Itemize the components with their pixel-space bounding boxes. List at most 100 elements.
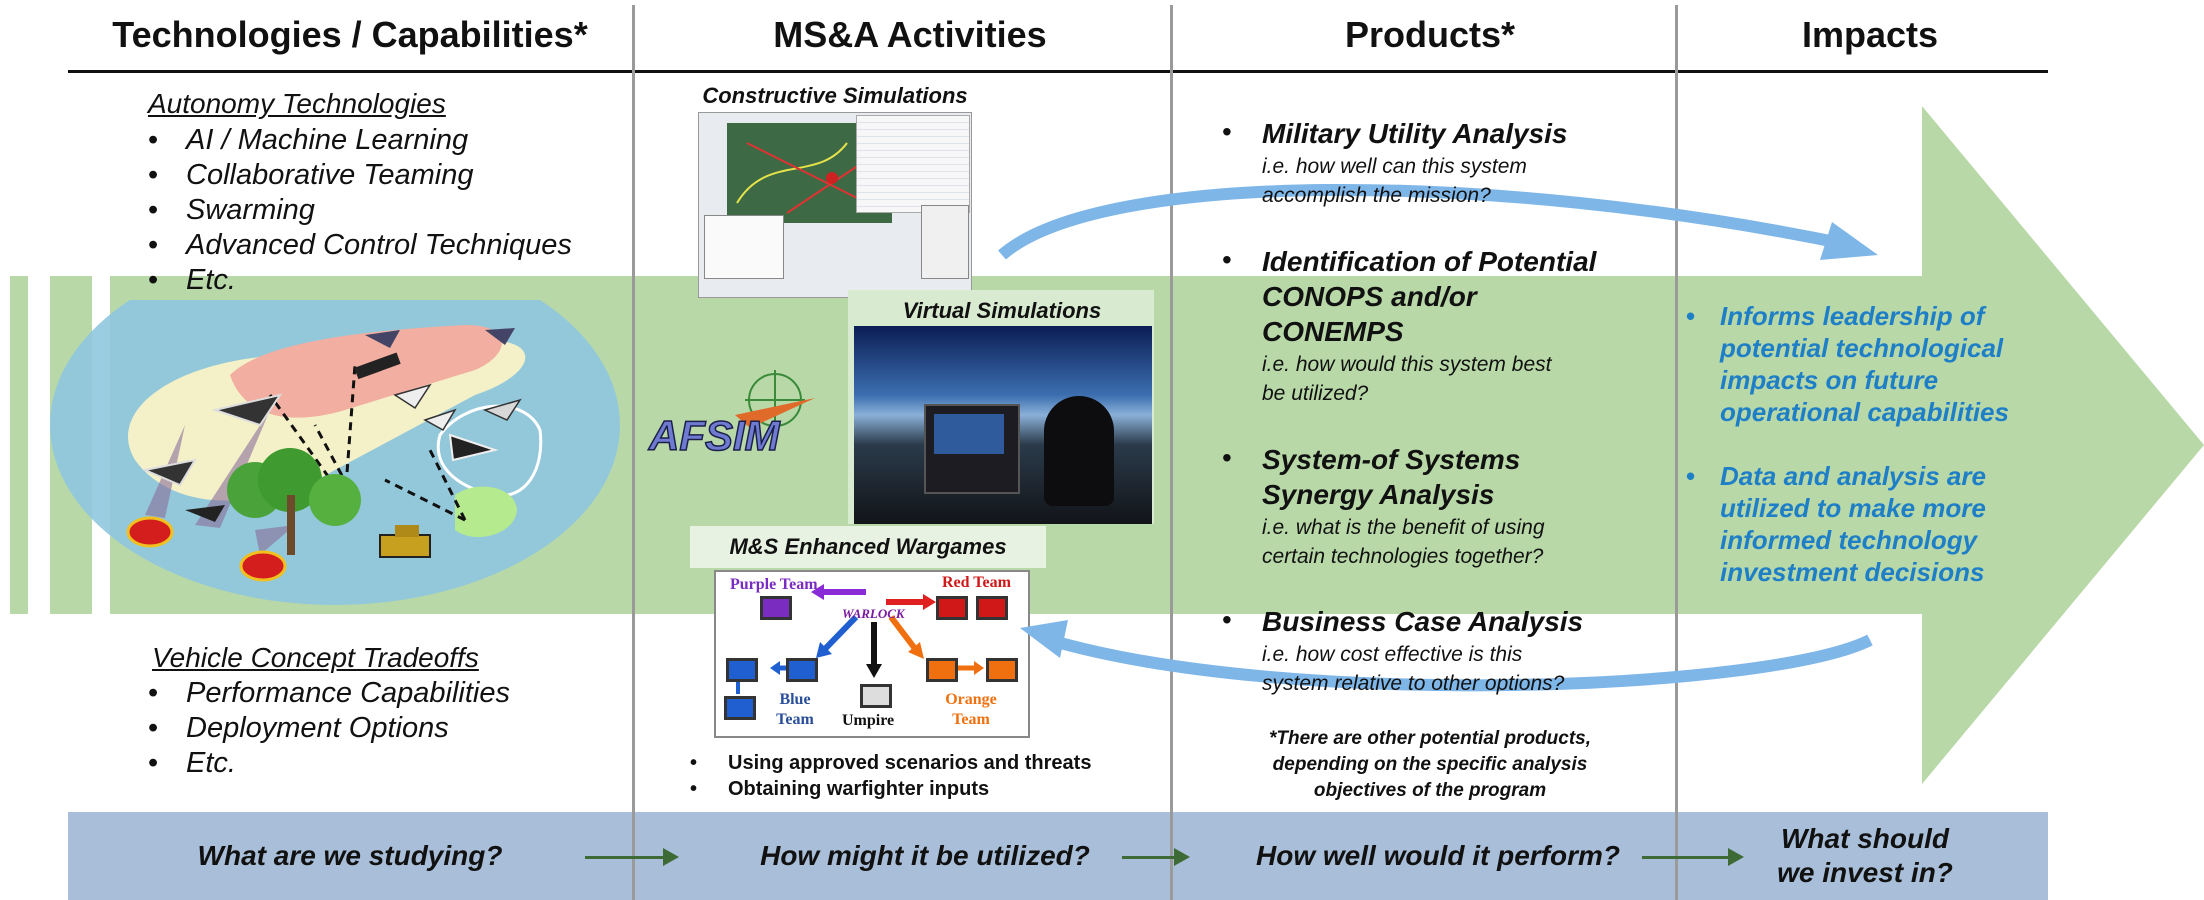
list-item: Performance Capabilities [148,676,510,711]
impact-line: investment decisions [1720,557,1985,587]
computer-icon [976,596,1008,620]
subtitle-line: system relative to other options? [1262,672,1565,695]
list-item: Etc. [148,263,572,298]
warlock-logo: WARLOCK [842,606,905,621]
subtitle-line: be utilized? [1262,382,1369,405]
blue-team-line2: Team [776,711,814,728]
data-table-panel [856,115,970,213]
cockpit-display [934,414,1004,454]
curved-arrows [998,184,1878,692]
list-item: Etc. [148,746,510,781]
product-subtitle: i.e. how well can this system accomplish… [1262,152,1642,210]
umpire-label: Umpire [842,712,895,729]
question-invest: What should we invest in? [1740,822,1990,890]
flow-arrow-3 [1642,848,1744,866]
title-line: Business Case Analysis [1262,606,1584,637]
impact-data-analysis: • Data and analysis are utilized to make… [1686,460,1986,588]
activities-bullets: Using approved scenarios and threats Obt… [690,750,1091,802]
footnote-line: depending on the specific analysis [1272,754,1588,775]
computer-icon [726,658,758,682]
list-item: Obtaining warfighter inputs [690,776,1091,802]
header-impacts: Impacts [1801,14,1939,55]
title-line: Synergy Analysis [1262,479,1495,510]
header-technologies: Technologies / Capabilities* [112,14,588,55]
orange-team-label: Orange Team [938,690,1004,730]
title-line: System-of Systems [1262,444,1521,475]
title-line: Identification of Potential [1262,246,1597,277]
computer-icon [760,596,792,620]
question-line: we invest in? [1777,857,1953,888]
impact-line: utilized to make more [1720,493,1986,523]
column-divider-1 [632,5,635,900]
bullet: • [1686,461,1696,491]
subtitle-line: i.e. what is the benefit of using [1262,516,1545,539]
product-title: System-of Systems Synergy Analysis [1262,442,1642,512]
impact-line: potential technological [1720,333,2004,363]
flow-arrow-1 [585,848,679,866]
subtitle-line: i.e. how well can this system [1262,155,1527,178]
product-subtitle: i.e. how would this system best be utili… [1262,350,1642,408]
impact-informs-leadership: • Informs leadership of potential techno… [1686,300,2009,428]
subtitle-line: accomplish the mission? [1262,184,1491,207]
bullet: • [1222,442,1232,473]
computer-icon [860,684,892,708]
virtual-simulation-photo [854,326,1152,524]
computer-icon [724,696,756,720]
title-line: CONEMPS [1262,316,1404,347]
impact-line: impacts on future [1720,365,1939,395]
constructive-simulations-title: Constructive Simulations [702,83,968,108]
products-footnote: *There are other potential products, dep… [1210,726,1650,804]
subtitle-line: certain technologies together? [1262,545,1544,568]
product-title: Identification of Potential CONOPS and/o… [1262,244,1642,349]
red-team-label: Red Team [942,574,1011,591]
computer-icon [936,596,968,620]
svg-text:AFSIM: AFSIM [648,412,781,459]
list-item: Advanced Control Techniques [148,228,572,263]
product-title: Military Utility Analysis [1262,116,1642,151]
bullet: • [1222,604,1232,635]
header-activities: MS&A Activities [773,14,1047,55]
autonomy-technologies-heading: Autonomy Technologies [148,88,446,119]
column-divider-2 [1170,5,1173,900]
computer-icon [926,658,958,682]
purple-team-label: Purple Team [730,576,818,593]
bullet: • [1222,244,1232,275]
title-line: CONOPS and/or [1262,281,1477,312]
autonomy-technologies-list: AI / Machine Learning Collaborative Team… [148,123,572,298]
header-rule [68,70,2048,73]
wargame-arrows [736,584,984,694]
product-subtitle: i.e. how cost effective is this system r… [1262,640,1642,698]
autonomy-scene-illustration [50,300,620,605]
list-item: Swarming [148,193,572,228]
blue-team-label: Blue Team [770,690,820,730]
column-divider-3 [1675,5,1678,900]
big-green-arrow [1900,106,2204,784]
band-stripe-1 [10,276,28,614]
question-utilized: How might it be utilized? [760,840,1090,871]
wargames-title-box [690,526,1046,568]
title-line: Military Utility Analysis [1262,118,1568,149]
vehicle-concept-heading: Vehicle Concept Tradeoffs [152,642,479,673]
subtitle-line: i.e. how cost effective is this [1262,643,1523,666]
impact-line: operational capabilities [1720,397,2009,427]
computer-icon [986,658,1018,682]
list-item: AI / Machine Learning [148,123,572,158]
computer-icon [786,658,818,682]
product-title: Business Case Analysis [1262,604,1642,639]
virtual-simulations-title: Virtual Simulations [902,298,1102,323]
wargames-title: M&S Enhanced Wargames [729,534,1007,559]
question-line: What should [1781,823,1949,854]
footnote-line: objectives of the program [1313,780,1547,801]
properties-panel [921,205,969,279]
flow-arrow-2 [1122,848,1190,866]
constructive-simulation-screenshot [698,112,972,298]
bullet: • [1222,116,1232,147]
orange-team-line2: Team [952,711,990,728]
footnote-line: *There are other potential products, [1269,728,1591,749]
question-studying: What are we studying? [197,840,503,871]
afsim-logo: AFSIM [647,370,815,460]
list-item: Using approved scenarios and threats [690,750,1091,776]
question-perform: How well would it perform? [1256,840,1620,871]
product-subtitle: i.e. what is the benefit of using certai… [1262,513,1642,571]
dialog-panel [704,215,784,279]
